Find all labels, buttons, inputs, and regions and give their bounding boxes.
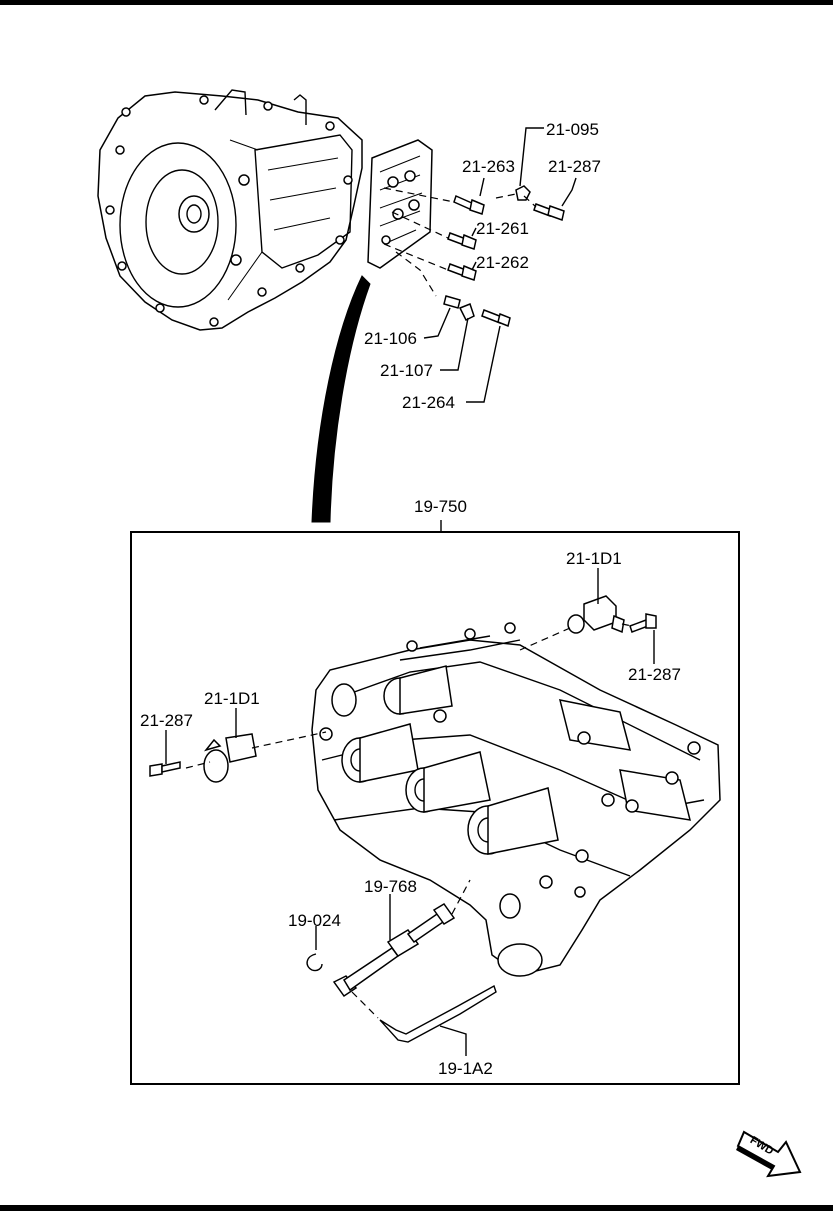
bolt-21-287-top (533, 203, 565, 221)
transaxle-case-illustration (97, 89, 363, 331)
manual-valve-19-768 (332, 903, 456, 998)
bolt-21-287-left (149, 761, 181, 777)
solenoid-21-1D1-left (203, 733, 257, 783)
bolt-21-264 (481, 309, 511, 328)
label-19-024: 19-024 (288, 911, 341, 930)
part-21-106 (443, 295, 461, 309)
label-21-263: 21-263 (462, 157, 515, 176)
label-21-287-left: 21-287 (140, 711, 193, 730)
curved-indicator-arrow (311, 275, 371, 523)
label-21-261: 21-261 (476, 219, 529, 238)
bottom-border (0, 1205, 833, 1211)
bolt-21-261 (447, 232, 477, 250)
clip-19-024 (306, 953, 323, 972)
valve-body-illustration (311, 622, 721, 977)
label-21-095: 21-095 (546, 120, 599, 139)
bolt-21-287-right (629, 613, 657, 633)
top-border (0, 0, 833, 5)
part-21-107 (458, 303, 475, 322)
solenoid-21-1D1-right (567, 595, 625, 634)
control-valve-plate-illustration (367, 139, 433, 269)
label-21-287-right: 21-287 (628, 665, 681, 684)
label-21-264: 21-264 (402, 393, 455, 412)
label-19-750: 19-750 (414, 497, 467, 516)
label-21-1D1-left: 21-1D1 (204, 689, 260, 708)
bolt-21-262 (447, 263, 477, 281)
label-21-262: 21-262 (476, 253, 529, 272)
label-21-1D1-right: 21-1D1 (566, 549, 622, 568)
part-21-095 (515, 185, 531, 201)
label-19-768: 19-768 (364, 877, 417, 896)
label-21-107: 21-107 (380, 361, 433, 380)
valve-body-assembly-frame (130, 531, 740, 1085)
fwd-arrow-icon: FWD (736, 1130, 802, 1178)
rod-19-1A2 (379, 984, 497, 1043)
label-21-287-top: 21-287 (548, 157, 601, 176)
label-19-1A2: 19-1A2 (438, 1059, 493, 1078)
label-21-106: 21-106 (364, 329, 417, 348)
bolt-21-263 (453, 194, 485, 215)
